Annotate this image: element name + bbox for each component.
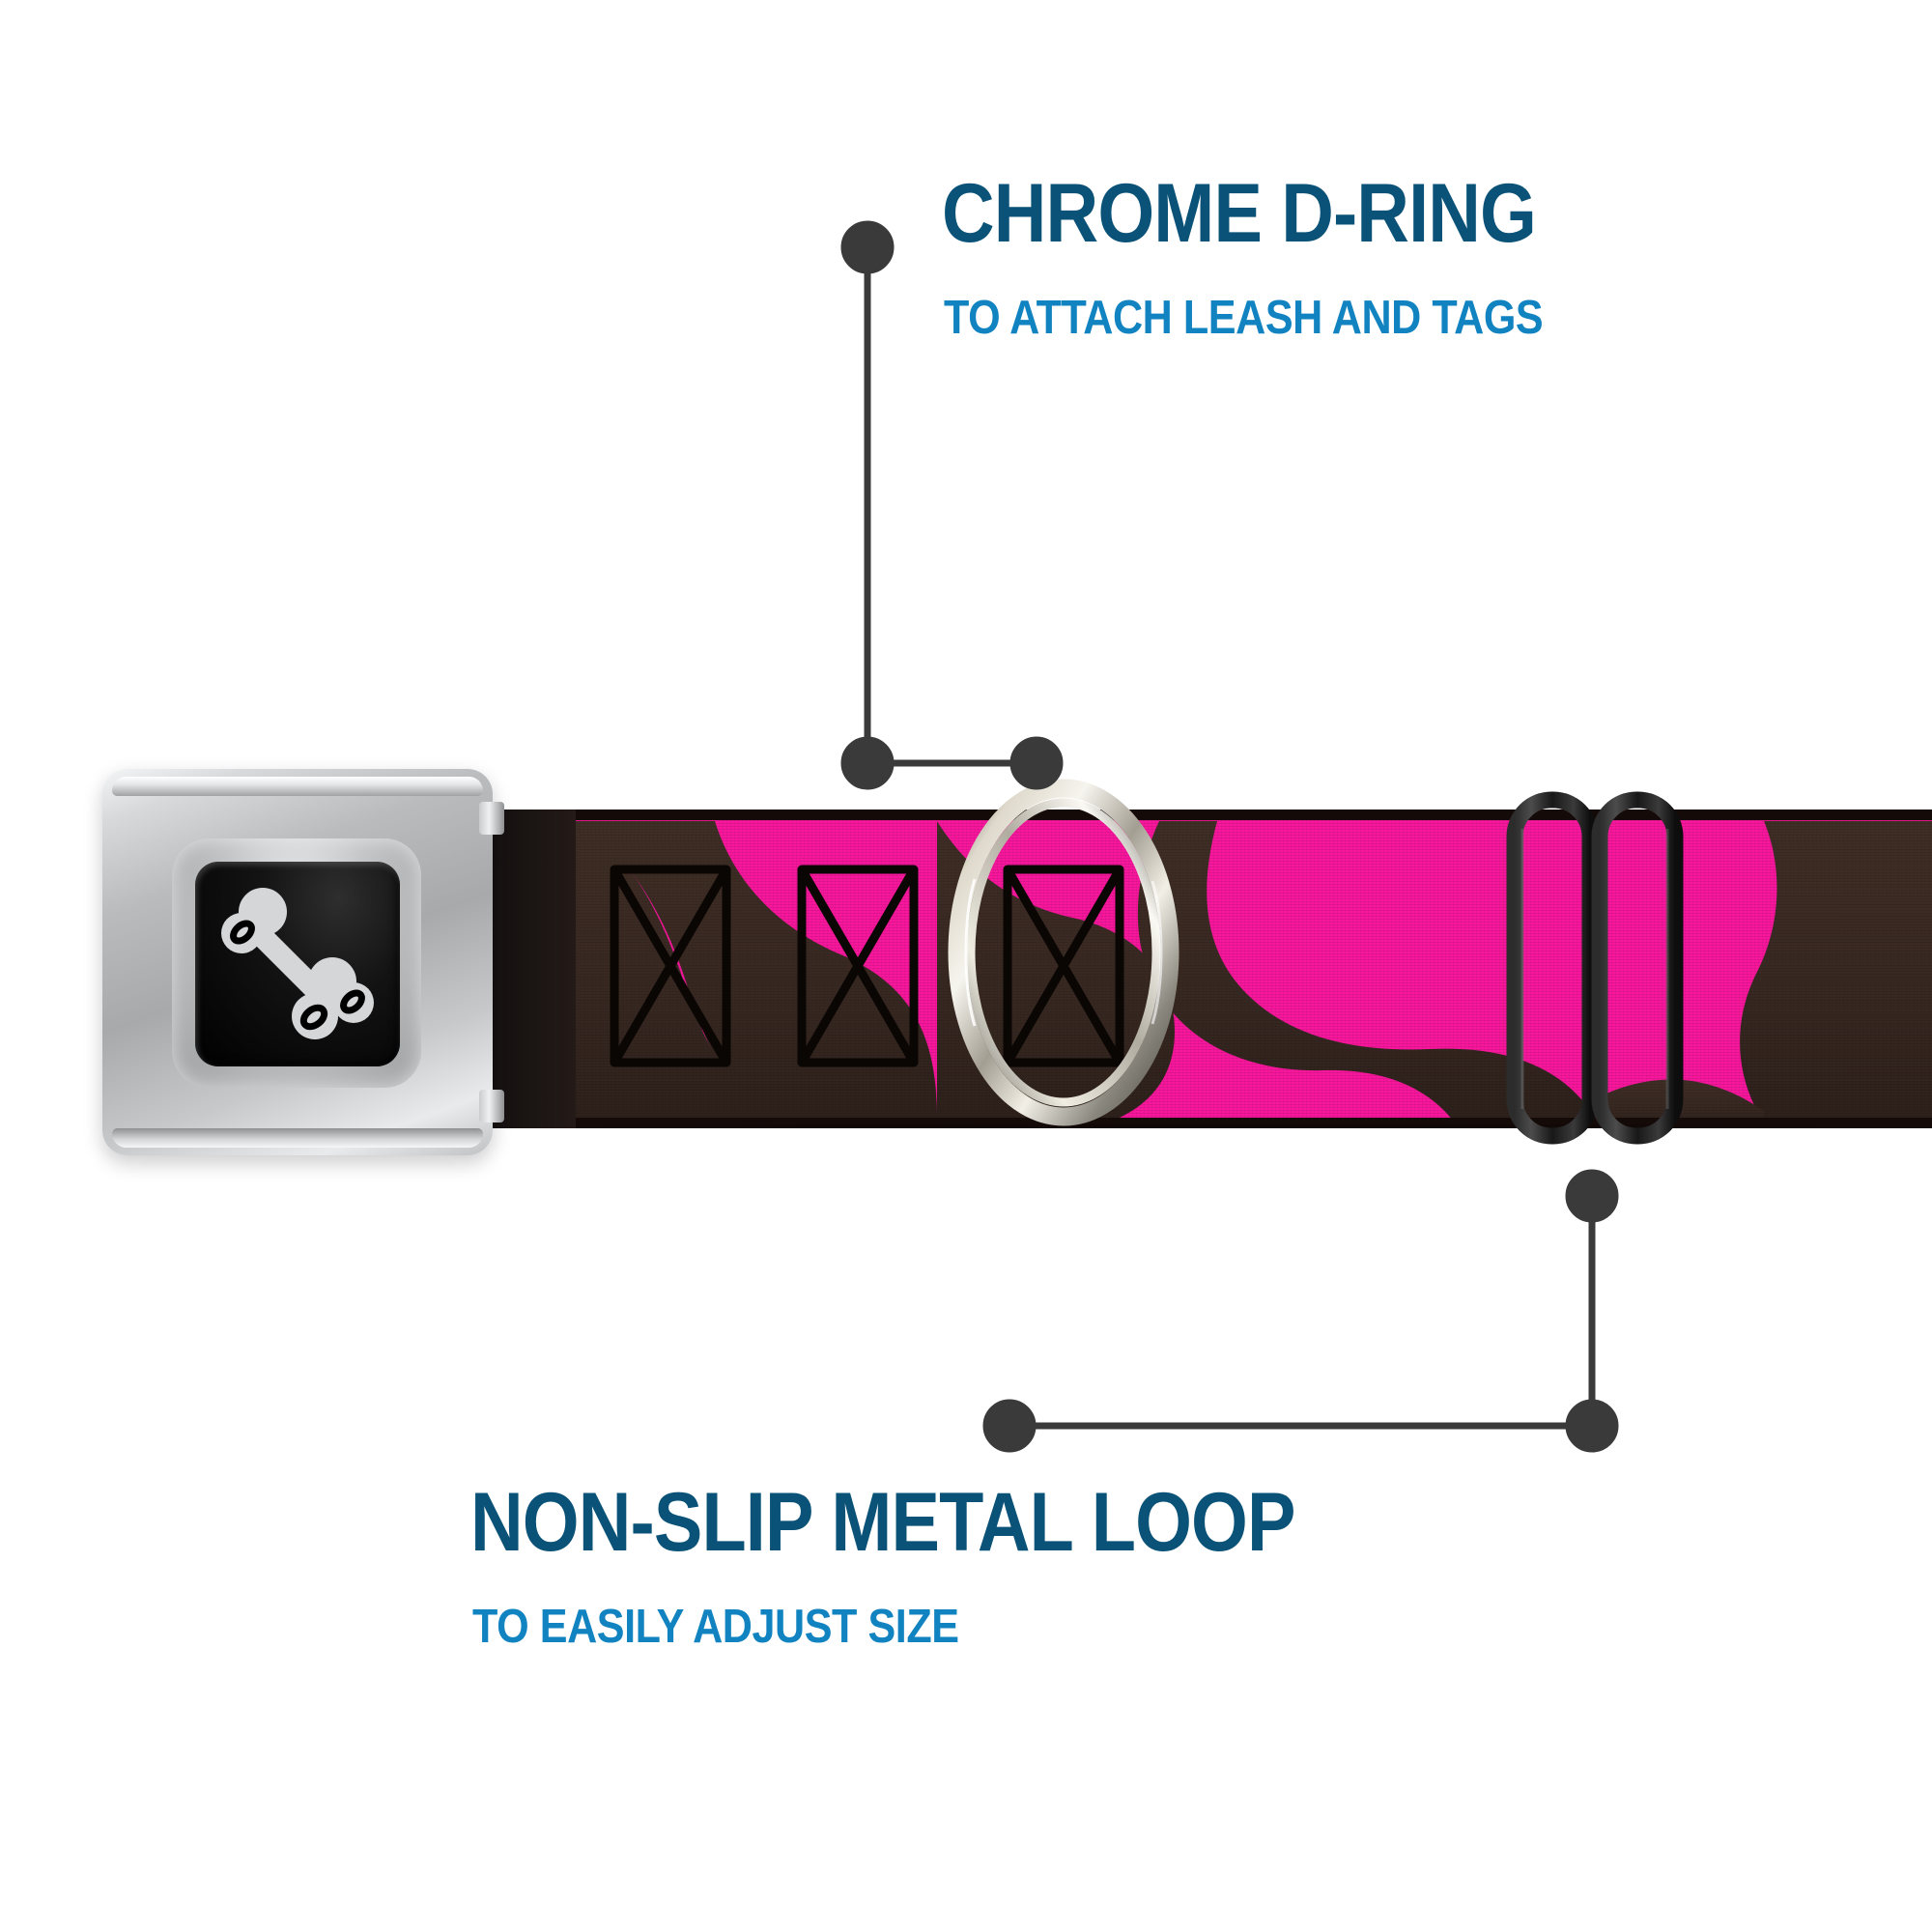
d-ring-highlight-right: [1151, 880, 1163, 1025]
callout-subtitle-chrome-d-ring: TO ATTACH LEASH AND TAGS: [944, 292, 1544, 344]
callout-title-chrome-d-ring: CHROME D-RING: [942, 167, 1537, 260]
chrome-d-ring[interactable]: [942, 773, 1185, 1132]
strap-edge-bottom: [483, 1118, 1932, 1128]
strap-buckle-end: [483, 810, 576, 1128]
callout-subtitle-non-slip-metal-loop: TO EASILY ADJUST SIZE: [472, 1601, 959, 1653]
loop-bar-left: [1506, 791, 1599, 1145]
strap-drop-shadow: [483, 1124, 1932, 1128]
loop-bar-right: [1591, 791, 1684, 1145]
collar-strap: [483, 810, 1932, 1128]
strap-stitching: [610, 865, 1124, 1067]
buckle-logo-window: [195, 862, 400, 1066]
d-ring-outer: [948, 779, 1179, 1126]
buckle-top-bevel: [112, 777, 483, 796]
buckle-bottom-bevel: [112, 1128, 483, 1148]
d-ring-highlight: [964, 878, 977, 1027]
d-ring-inner: [966, 798, 1161, 1107]
callout-title-non-slip-metal-loop: NON-SLIP METAL LOOP: [470, 1476, 1296, 1569]
strap-weave-texture: [483, 810, 1932, 1128]
buckle-keeper-top: [479, 802, 504, 835]
strap-edge-top: [483, 810, 1932, 820]
buckle-keeper-bottom: [479, 1090, 504, 1122]
dog-bone-icon: [221, 888, 374, 1039]
seatbelt-buckle[interactable]: [102, 769, 504, 1155]
non-slip-metal-loop[interactable]: [1505, 790, 1685, 1146]
